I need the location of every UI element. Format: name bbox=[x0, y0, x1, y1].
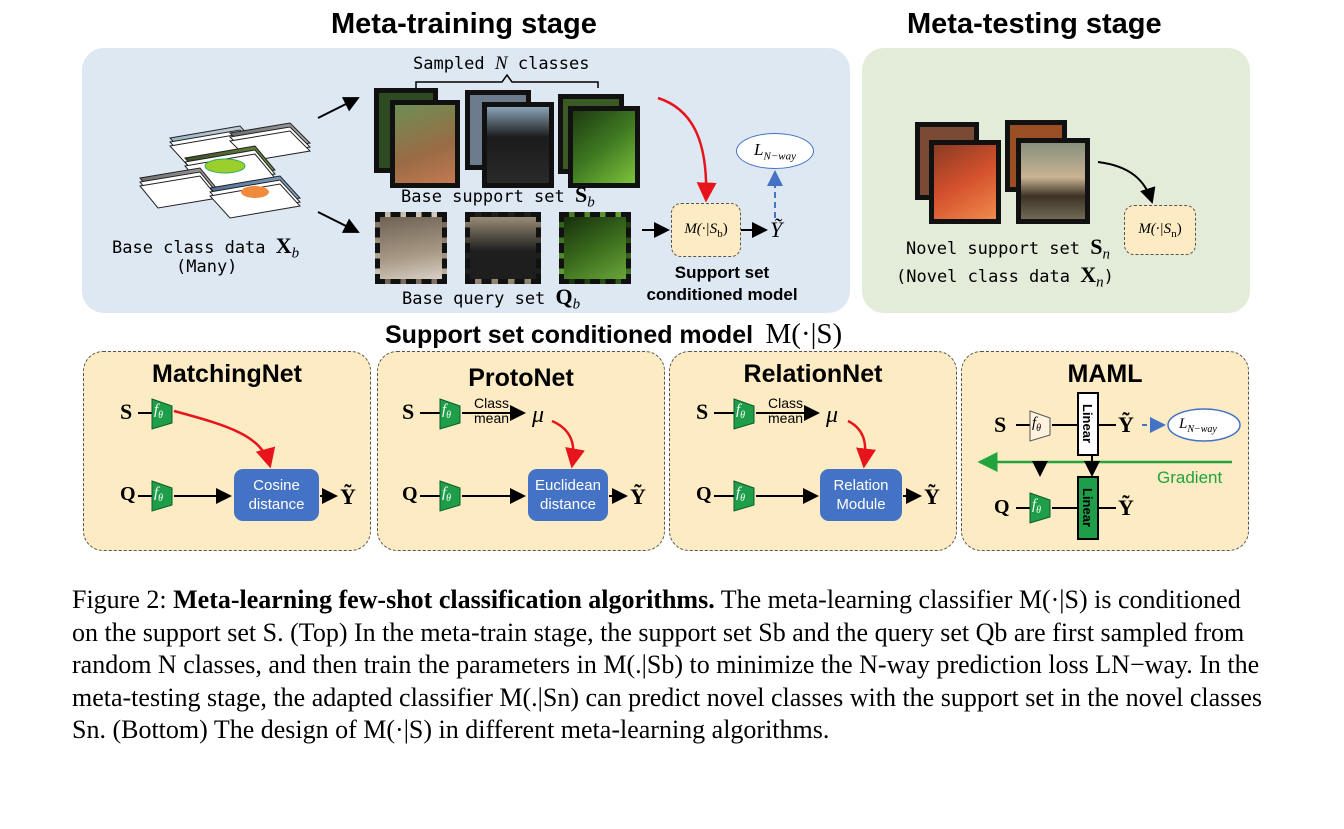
meta-testing-title: Meta-testing stage bbox=[907, 8, 1162, 40]
base-query-set-label: Base query set Qb bbox=[402, 284, 581, 313]
many-label: (Many) bbox=[176, 257, 238, 277]
matchingnet-yhat: Ỹ bbox=[340, 484, 356, 509]
protonet-f-s: fθ bbox=[442, 402, 452, 421]
meta-training-title: Meta-training stage bbox=[331, 8, 597, 40]
support-image-dog bbox=[482, 102, 554, 188]
relationnet-title: RelationNet bbox=[743, 360, 883, 388]
relationnet-mu: μ bbox=[826, 402, 839, 428]
relationnet-s-symbol: S bbox=[696, 399, 709, 424]
base-class-data-label: Base class data Xb bbox=[112, 233, 300, 262]
maml-s-symbol: S bbox=[994, 412, 1007, 437]
maml-panel: MAML bbox=[961, 351, 1249, 551]
train-yhat: Ỹ bbox=[770, 217, 783, 242]
query-image-3 bbox=[559, 212, 631, 284]
caption-body: The meta-learning classifier M(·|S) is c… bbox=[72, 585, 1263, 744]
figure-caption: Figure 2: Meta-learning few-shot classif… bbox=[72, 584, 1272, 747]
novel-class-data-label: (Novel class data Xn) bbox=[896, 262, 1114, 291]
caption-title: Meta-learning few-shot classification al… bbox=[173, 585, 715, 614]
maml-linear-s-label: Linear bbox=[1080, 404, 1095, 444]
train-model-box: M(·|Sb) bbox=[671, 203, 741, 257]
base-class-data-stack bbox=[139, 122, 312, 219]
matchingnet-s-symbol: S bbox=[120, 399, 133, 424]
support-image-snake bbox=[568, 106, 640, 188]
protonet-encoder-s-icon bbox=[439, 398, 461, 430]
maml-loss-ellipse bbox=[1167, 408, 1241, 442]
stack-arrows bbox=[317, 97, 360, 233]
relationnet-yhat: Ỹ bbox=[924, 484, 940, 509]
maml-yhat-q: Ỹ bbox=[1118, 495, 1134, 520]
maml-encoder-s-icon bbox=[1029, 410, 1051, 442]
maml-loss-label: LN−way bbox=[1179, 416, 1217, 435]
caption-figure-number: Figure 2: bbox=[72, 585, 167, 614]
protonet-f-q: fθ bbox=[442, 485, 452, 504]
sampled-brace bbox=[415, 73, 599, 88]
relationnet-q-symbol: Q bbox=[696, 483, 712, 505]
algorithm-diagrams bbox=[138, 392, 1241, 540]
test-model-box: M(·|Sn) bbox=[1124, 205, 1196, 255]
relationnet-encoder-s-icon bbox=[733, 398, 755, 430]
relationnet-f-s: fθ bbox=[736, 402, 746, 421]
protonet-encoder-q-icon bbox=[439, 480, 461, 512]
maml-q-symbol: Q bbox=[994, 496, 1010, 518]
protonet-title: ProtoNet bbox=[468, 364, 574, 392]
train-loss-ellipse: LN−way bbox=[736, 133, 814, 169]
base-support-set-label: Base support set Sb bbox=[401, 182, 595, 211]
support-image-bird bbox=[390, 100, 460, 188]
protonet-q-symbol: Q bbox=[402, 483, 418, 505]
maml-linear-q-label: Linear bbox=[1080, 488, 1095, 528]
sampled-n-classes-label: Sampled N classes bbox=[413, 53, 590, 74]
relationnet-f-q: fθ bbox=[736, 485, 746, 504]
maml-f-s: fθ bbox=[1032, 415, 1042, 434]
protonet-mu: μ bbox=[532, 402, 545, 428]
maml-gradient-label: Gradient bbox=[1157, 468, 1223, 487]
matchingnet-encoder-q-icon bbox=[151, 480, 173, 512]
matchingnet-encoder-s-icon bbox=[151, 398, 173, 430]
matchingnet-title: MatchingNet bbox=[152, 360, 302, 388]
train-arrows bbox=[642, 96, 783, 238]
test-arrow bbox=[1097, 161, 1156, 204]
matchingnet-q-symbol: Q bbox=[120, 483, 136, 505]
support-set-conditioned-model-caption: Support set conditioned model bbox=[646, 263, 798, 304]
novel-image-ferret bbox=[1016, 138, 1090, 224]
matchingnet-f-s: fθ bbox=[154, 402, 164, 421]
query-image-1 bbox=[375, 212, 447, 284]
maml-yhat-s: Ỹ bbox=[1118, 412, 1134, 437]
novel-image-crab bbox=[929, 140, 1001, 224]
protonet-yhat: Ỹ bbox=[630, 484, 646, 509]
maml-f-q: fθ bbox=[1032, 497, 1042, 516]
novel-support-set-label: Novel support set Sn bbox=[906, 234, 1110, 263]
matchingnet-f-q: fθ bbox=[154, 485, 164, 504]
query-image-2 bbox=[465, 212, 541, 284]
maml-encoder-q-icon bbox=[1029, 492, 1051, 524]
support-set-conditioned-model-title: Support set conditioned model M(·|S) bbox=[385, 318, 843, 350]
relationnet-encoder-q-icon bbox=[733, 480, 755, 512]
maml-title: MAML bbox=[1067, 360, 1143, 388]
protonet-s-symbol: S bbox=[402, 399, 415, 424]
